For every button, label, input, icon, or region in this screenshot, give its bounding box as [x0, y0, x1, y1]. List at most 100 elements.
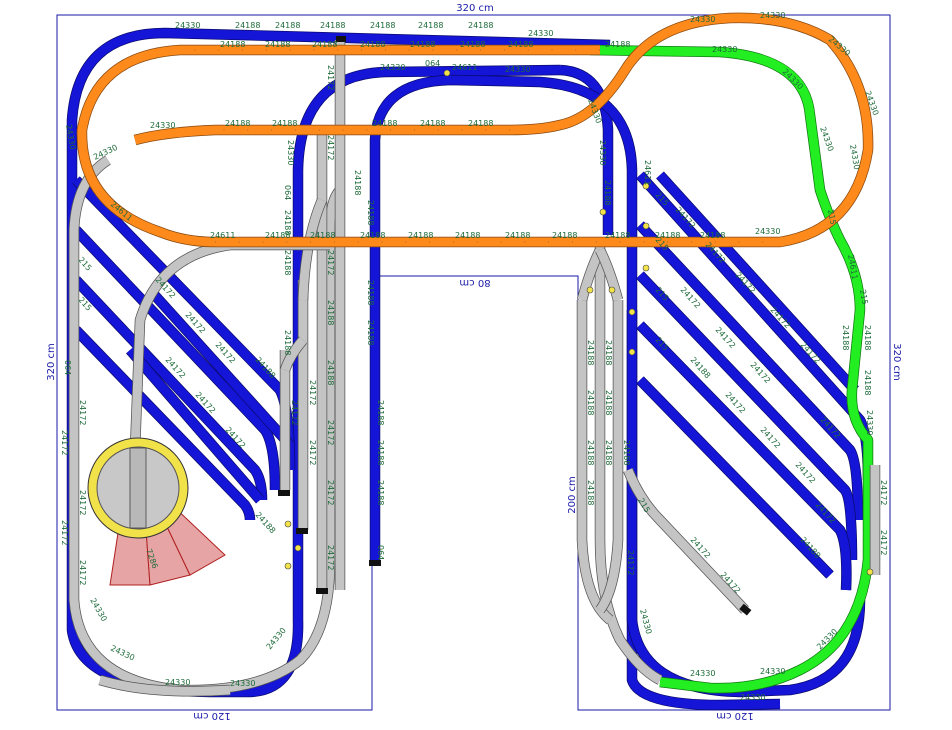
part-label: 24188	[220, 40, 245, 49]
part-label: 24188	[655, 231, 680, 240]
part-label: 24188	[863, 325, 872, 350]
part-label: 24188	[370, 21, 395, 30]
part-label: 24188	[372, 119, 397, 128]
part-label: 24188	[622, 440, 631, 465]
part-label: 24188	[310, 231, 335, 240]
part-label: 215	[858, 289, 870, 306]
part-label: 24330	[760, 11, 785, 20]
part-label: 24172	[326, 545, 335, 570]
part-label: 24188	[376, 480, 385, 505]
grey-track-network	[68, 40, 881, 697]
part-label: 24188	[605, 40, 630, 49]
part-labels: 24188 24188 24188 24188 24188 24188 2418…	[60, 11, 888, 702]
part-label: 24188	[360, 231, 385, 240]
dim-bottom-right: 120 cm	[716, 710, 754, 721]
part-label: 24188	[604, 340, 613, 365]
part-label: 24330	[740, 693, 765, 702]
part-label: 24188	[366, 320, 375, 345]
part-label: 24330	[598, 140, 607, 165]
part-label: 24188	[326, 360, 335, 385]
switch-marker	[599, 208, 607, 216]
part-label: 24172	[308, 440, 317, 465]
part-label: 24330	[755, 227, 780, 236]
part-label: 24330	[64, 124, 77, 151]
part-label: 24188	[283, 250, 292, 275]
switch-marker	[866, 568, 874, 576]
part-label: 24330	[175, 21, 200, 30]
switch-marker	[294, 544, 302, 552]
part-label: 24188	[586, 340, 595, 365]
part-label: 24188	[235, 21, 260, 30]
part-label: 24330	[818, 126, 835, 153]
switch-marker	[284, 562, 292, 570]
buffer-stop	[316, 588, 328, 594]
part-label: 24188	[468, 119, 493, 128]
switch-marker	[443, 69, 451, 77]
part-label: 24172	[326, 135, 335, 160]
part-label: 24188	[505, 231, 530, 240]
buffer-stop	[278, 490, 290, 496]
part-label: 24330	[230, 679, 255, 688]
part-label: 24188	[360, 40, 385, 49]
part-label: 24330	[848, 144, 861, 171]
part-label: 24188	[863, 370, 872, 395]
part-label: 24188	[225, 119, 250, 128]
switch-markers	[284, 69, 874, 576]
part-label: 064	[283, 185, 292, 200]
part-label: 24172	[60, 430, 69, 455]
part-label: 24172	[626, 550, 635, 575]
part-label: 24172	[879, 530, 888, 555]
part-label: 24188	[272, 119, 297, 128]
part-label: 24188	[353, 170, 362, 195]
part-label: 24172	[326, 480, 335, 505]
orange-track-network	[76, 12, 874, 248]
part-label: 24172	[78, 400, 87, 425]
part-label: 24330	[150, 121, 175, 130]
part-label: 24188	[552, 231, 577, 240]
dim-left-height: 320 cm	[46, 343, 57, 381]
part-label: 24188	[586, 390, 595, 415]
switch-marker	[628, 308, 636, 316]
part-label: 24188	[455, 231, 480, 240]
part-label: 24188	[586, 480, 595, 505]
green-track-network	[589, 44, 874, 694]
part-label: 24188	[265, 40, 290, 49]
part-label: 24330	[286, 140, 295, 165]
part-label: 24172	[290, 400, 299, 425]
part-label: 215	[826, 209, 838, 226]
dim-right-height: 320 cm	[891, 343, 902, 381]
turntable: 7286	[87, 437, 226, 586]
part-label: 24330	[690, 669, 715, 678]
part-label: 24172	[326, 250, 335, 275]
buffer-stop	[296, 528, 308, 534]
part-label: 24188	[603, 180, 612, 205]
buffer-stop	[739, 603, 752, 616]
part-label: 24188	[420, 119, 445, 128]
part-label: 24172	[326, 420, 335, 445]
part-label: 24330	[865, 410, 874, 435]
switch-marker	[284, 520, 292, 528]
part-label: 24611	[210, 231, 235, 240]
part-label: 064	[376, 545, 385, 560]
switch-marker	[642, 182, 650, 190]
switch-marker	[586, 286, 594, 294]
part-label: 24330	[638, 608, 653, 635]
part-label: 24188	[320, 21, 345, 30]
buffer-stops	[278, 36, 752, 616]
switch-marker	[642, 264, 650, 272]
part-label: 24188	[700, 231, 725, 240]
part-label: 24188	[376, 440, 385, 465]
part-label: 24188	[366, 280, 375, 305]
part-label: 24188	[468, 21, 493, 30]
buffer-stop	[336, 36, 346, 42]
part-label: 24188	[418, 21, 443, 30]
part-label: 24188	[376, 400, 385, 425]
dim-inner-depth: 200 cm	[567, 476, 578, 514]
part-label: 24188	[604, 440, 613, 465]
part-label: 24188	[366, 200, 375, 225]
part-label: 24330	[265, 626, 288, 651]
part-label: 24330	[760, 667, 785, 676]
part-label: 24172	[879, 480, 888, 505]
part-label: 24330	[528, 29, 553, 38]
part-label: 24188	[283, 330, 292, 355]
